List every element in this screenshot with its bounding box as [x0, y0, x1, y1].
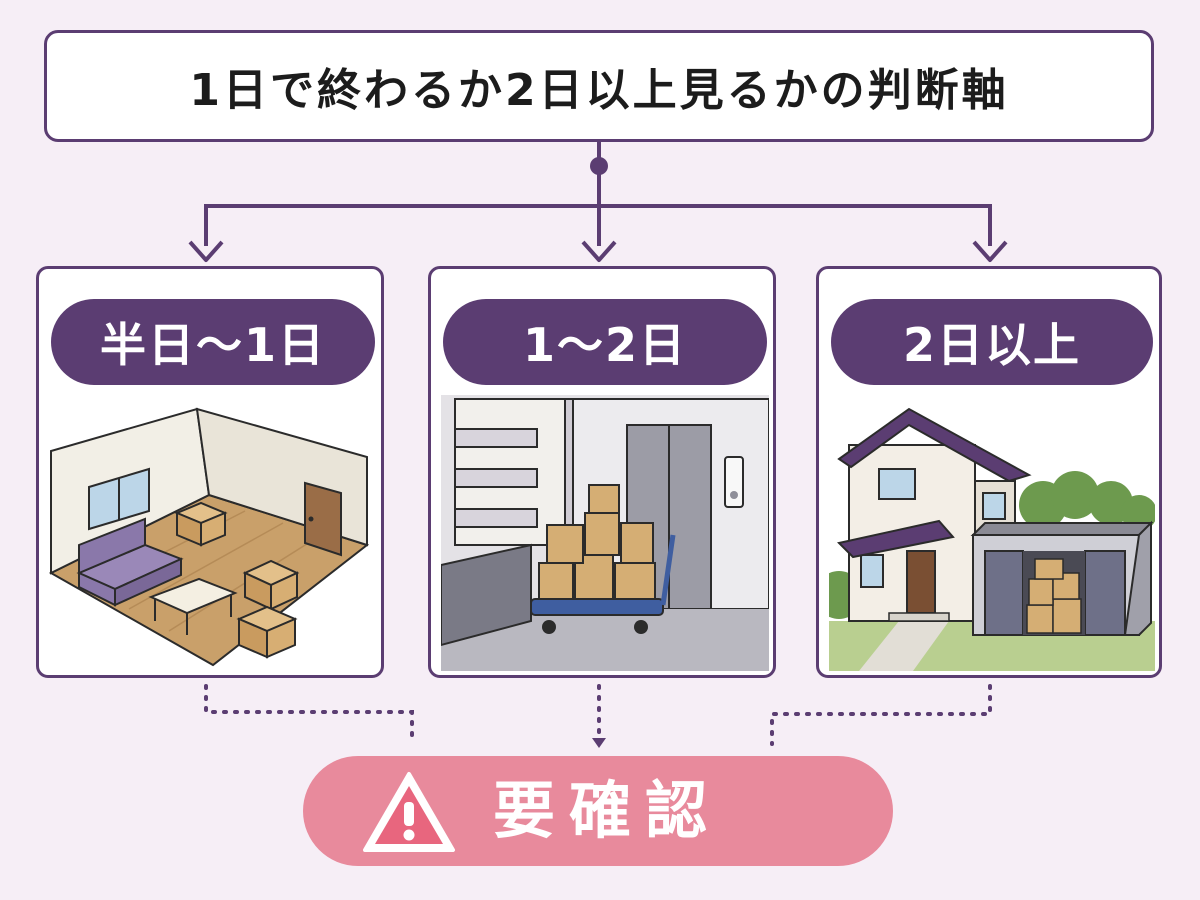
option-label: 1〜2日 — [522, 318, 687, 372]
dotted-connector-1 — [204, 684, 414, 746]
confirm-required-badge: 要確認 — [303, 756, 893, 866]
option-panel-3: 2日以上 — [816, 266, 1162, 678]
option-label-pill: 2日以上 — [831, 299, 1153, 385]
dotted-connector-2 — [592, 684, 606, 748]
dotted-connector-3 — [770, 684, 992, 746]
room-illustration — [49, 407, 370, 667]
title-box: 1日で終わるか2日以上見るかの判断軸 — [44, 30, 1154, 142]
house-storage-illustration — [829, 395, 1155, 671]
option-panel-1: 半日〜1日 — [36, 266, 384, 678]
option-label: 2日以上 — [902, 318, 1081, 372]
apartment-elevator-illustration — [441, 395, 769, 671]
warning-label: 要確認 — [493, 774, 722, 847]
option-label-pill: 1〜2日 — [443, 299, 767, 385]
arrow-to-option-3 — [972, 204, 1008, 262]
arrow-to-option-2 — [581, 204, 617, 262]
option-label-pill: 半日〜1日 — [51, 299, 375, 385]
option-label: 半日〜1日 — [99, 318, 326, 372]
arrow-to-option-1 — [188, 204, 224, 262]
warning-icon — [363, 772, 455, 852]
option-panel-2: 1〜2日 — [428, 266, 776, 678]
diagram-title: 1日で終わるか2日以上見るかの判断軸 — [189, 65, 1009, 116]
